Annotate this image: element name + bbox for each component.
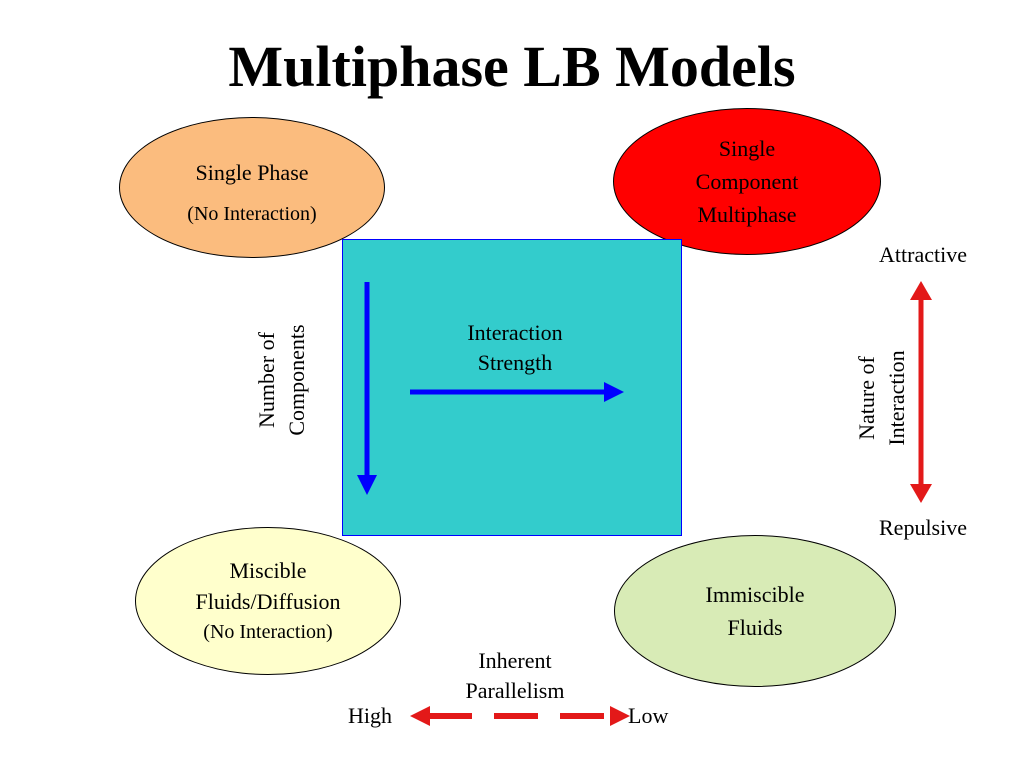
repulsive-label: Repulsive <box>879 515 967 540</box>
immiscible-line-1: Immiscible <box>705 582 805 607</box>
parallelism-arrow-head-left <box>410 706 430 726</box>
high-label: High <box>348 703 392 728</box>
immiscible-line-2: Fluids <box>727 615 783 640</box>
parallelism-line-2: Parallelism <box>465 678 565 703</box>
parallelism-line-1: Inherent <box>478 648 552 673</box>
nature-arrow-head-up <box>910 281 932 300</box>
attractive-label: Attractive <box>879 242 967 267</box>
center-square <box>342 239 682 536</box>
single-phase-ellipse: Single Phase (No Interaction) <box>119 117 385 258</box>
interaction-strength-line-2: Strength <box>477 350 553 375</box>
miscible-line-3: (No Interaction) <box>203 621 333 643</box>
scmp-line-2: Component <box>695 169 799 194</box>
interaction-strength-line-1: Interaction <box>467 320 563 345</box>
interaction-strength-arrow <box>410 382 624 402</box>
miscible-fluids-ellipse: Miscible Fluids/Diffusion (No Interactio… <box>135 527 401 675</box>
inherent-parallelism-label: Inherent Parallelism <box>430 646 600 706</box>
strength-arrow-head <box>604 382 624 402</box>
components-arrow-head <box>357 475 377 495</box>
single-phase-label: Single Phase <box>195 160 309 185</box>
components-arrow <box>357 282 377 495</box>
nature-arrow-head-down <box>910 484 932 503</box>
immiscible-fluids-ellipse: Immiscible Fluids <box>614 535 896 687</box>
interaction-strength-label: Interaction Strength <box>430 318 600 378</box>
parallelism-arrow <box>410 706 630 726</box>
low-label: Low <box>628 703 669 728</box>
scmp-line-3: Multiphase <box>697 202 797 227</box>
single-component-multiphase-ellipse: Single Component Multiphase <box>613 108 881 255</box>
miscible-line-1: Miscible <box>229 558 307 583</box>
scmp-line-1: Single <box>718 136 776 161</box>
nature-arrow <box>910 281 932 503</box>
page-title: Multiphase LB Models <box>228 34 796 99</box>
miscible-line-2: Fluids/Diffusion <box>195 589 341 614</box>
single-phase-sublabel: (No Interaction) <box>187 203 317 225</box>
parallelism-arrow-head-right <box>610 706 630 726</box>
